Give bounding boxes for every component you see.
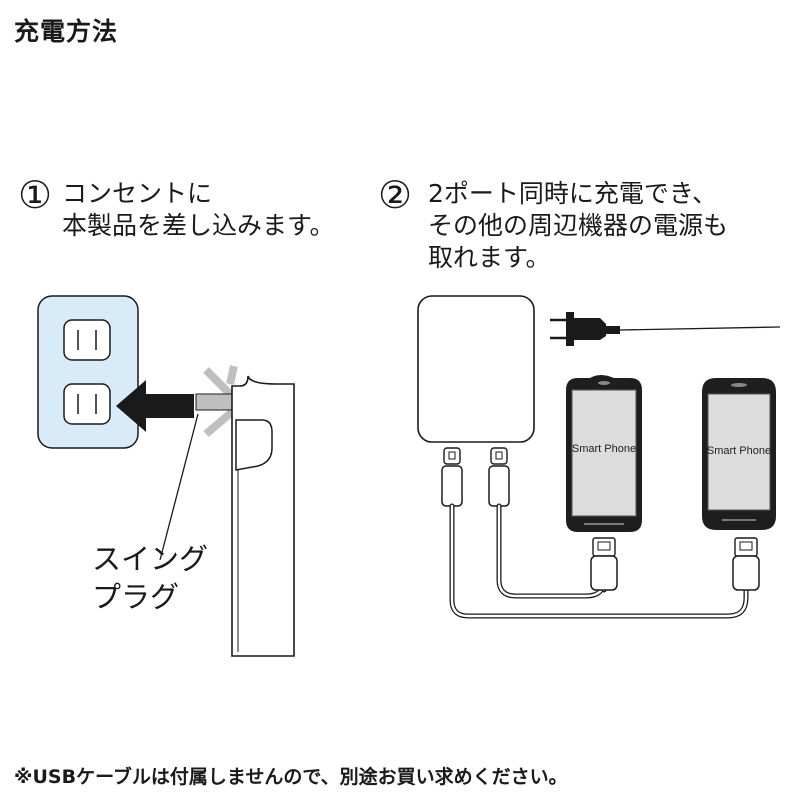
- usb-a-plug-phone-1: [590, 537, 618, 591]
- outlet-socket-bottom: [63, 383, 111, 425]
- smartphone-1-label: Smart Phone: [572, 443, 636, 455]
- swing-plug-label-line-2: プラグ: [92, 580, 180, 614]
- smartphone-2-label: Smart Phone: [707, 445, 771, 457]
- step1-line-1: コンセントに: [62, 179, 213, 208]
- footnote: ※USBケーブルは付属しませんので、別途お買い求めください。: [14, 766, 568, 788]
- wall-outlet: [37, 295, 139, 449]
- swing-motion-icon: [203, 365, 238, 438]
- step1-number: ①: [18, 173, 53, 217]
- page-title: 充電方法: [14, 17, 119, 46]
- adapter-front-view: [417, 295, 535, 443]
- step1-line-2: 本製品を差し込みます。: [62, 211, 335, 240]
- step2-number: ②: [378, 173, 413, 217]
- step1-text: コンセントに 本製品を差し込みます。: [62, 178, 335, 242]
- smartphone-1: Smart Phone: [566, 375, 642, 532]
- swing-plug-label-line-1: スイング: [92, 542, 209, 576]
- swing-plug-leader: [159, 413, 199, 561]
- smartphone-2: Smart Phone: [702, 378, 776, 530]
- plug-prong: [195, 393, 237, 411]
- adapter-side-view: [231, 375, 295, 657]
- usb-a-plug-phone-2: [732, 537, 760, 591]
- ac-power-plug: [550, 312, 781, 346]
- swing-plug-label: スイング プラグ: [92, 540, 208, 616]
- step2-line-3: 取れます。: [428, 243, 551, 272]
- step2-line-1: 2ポート同時に充電でき、: [428, 179, 718, 208]
- micro-usb-plug-right: [488, 447, 510, 507]
- outlet-socket-top: [63, 319, 111, 361]
- insert-arrow-icon: [116, 380, 194, 432]
- micro-usb-plug-left: [441, 447, 463, 507]
- step2-text: 2ポート同時に充電でき、 その他の周辺機器の電源も 取れます。: [428, 178, 728, 274]
- step2-line-2: その他の周辺機器の電源も: [428, 211, 729, 240]
